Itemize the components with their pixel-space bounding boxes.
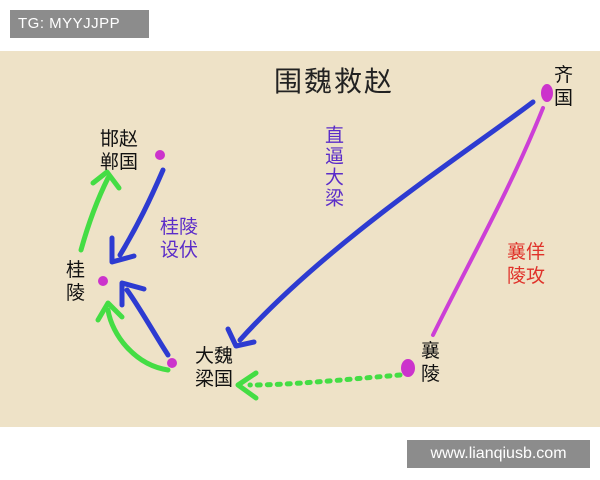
annotation-zhibi-daliang: 直逼大梁 bbox=[322, 125, 344, 209]
annotation-xiangling-feint: 襄佯陵攻 bbox=[507, 241, 546, 287]
city-daliang: 大魏梁国 bbox=[195, 345, 234, 390]
arrowhead-daliang-green bbox=[235, 370, 259, 401]
city-handan: 邯赵郸国 bbox=[100, 128, 139, 173]
city-qi: 齐国 bbox=[554, 64, 574, 109]
map-title: 围魏救赵 bbox=[274, 65, 395, 98]
dot-qi bbox=[541, 84, 553, 102]
watermark-top-left: TG: MYYJJPP bbox=[10, 10, 149, 38]
route-guiling-to-handan bbox=[78, 175, 111, 253]
annotation-guiling-ambush: 桂陵设伏 bbox=[160, 216, 199, 261]
arrowhead-guiling-green bbox=[95, 300, 125, 323]
dot-handan bbox=[155, 150, 165, 160]
route-xiangling-to-daliang bbox=[247, 372, 403, 388]
dot-daliang bbox=[167, 358, 177, 368]
route-qi-to-xiangling bbox=[431, 106, 545, 337]
arrowhead-daliang bbox=[225, 326, 257, 349]
arrowhead-handan bbox=[90, 169, 122, 191]
route-qi-to-daliang bbox=[237, 99, 536, 343]
arrowhead-guiling-top bbox=[109, 235, 137, 265]
dot-xiangling bbox=[401, 359, 415, 377]
route-daliang-green-to-guiling bbox=[105, 307, 171, 373]
city-xiangling: 襄陵 bbox=[421, 340, 441, 385]
watermark-bottom-right: www.lianqiusb.com bbox=[407, 440, 590, 468]
route-handan-to-guiling bbox=[117, 167, 166, 258]
route-daliang-to-guiling bbox=[124, 287, 171, 358]
city-guiling: 桂陵 bbox=[66, 259, 86, 304]
arrowhead-guiling-bottom bbox=[119, 280, 147, 308]
dot-guiling bbox=[98, 276, 108, 286]
map-canvas bbox=[0, 51, 600, 427]
